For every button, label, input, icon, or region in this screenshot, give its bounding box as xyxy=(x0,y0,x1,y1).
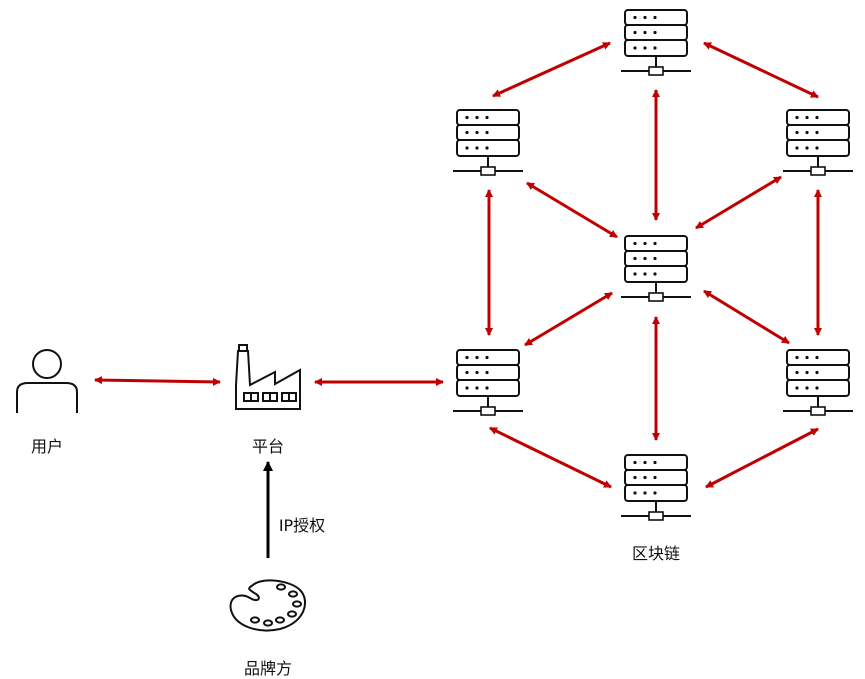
person-icon xyxy=(16,349,78,413)
arrow-lowerleft-bottom xyxy=(489,426,612,489)
server-icon-center xyxy=(620,235,692,302)
arrow-top-upperright xyxy=(703,41,819,99)
platform-label: 平台 xyxy=(251,437,285,456)
server-icon-upper-left xyxy=(452,109,524,176)
server-icon-top xyxy=(620,9,692,76)
arrow-lowerright-bottom xyxy=(705,427,819,489)
factory-icon xyxy=(235,344,301,410)
arrow-upperleft-center xyxy=(526,181,618,239)
palette-icon xyxy=(229,579,306,632)
ip-authorization-label: IP授权 xyxy=(278,516,326,535)
server-icon-upper-right xyxy=(782,109,854,176)
arrow-upperleft-top xyxy=(492,41,611,98)
blockchain-label: 区块链 xyxy=(631,544,681,563)
arrow-center-lowerleft xyxy=(524,291,613,347)
arrow-upperright-center xyxy=(695,175,782,230)
server-icon-lower-left xyxy=(452,349,524,416)
server-icon-lower-right xyxy=(782,349,854,416)
brand-label: 品牌方 xyxy=(243,659,293,678)
arrow-center-lowerright xyxy=(703,289,790,345)
user-label: 用户 xyxy=(30,437,64,456)
arrow-user-platform xyxy=(94,376,221,386)
server-icon-bottom xyxy=(620,454,692,521)
